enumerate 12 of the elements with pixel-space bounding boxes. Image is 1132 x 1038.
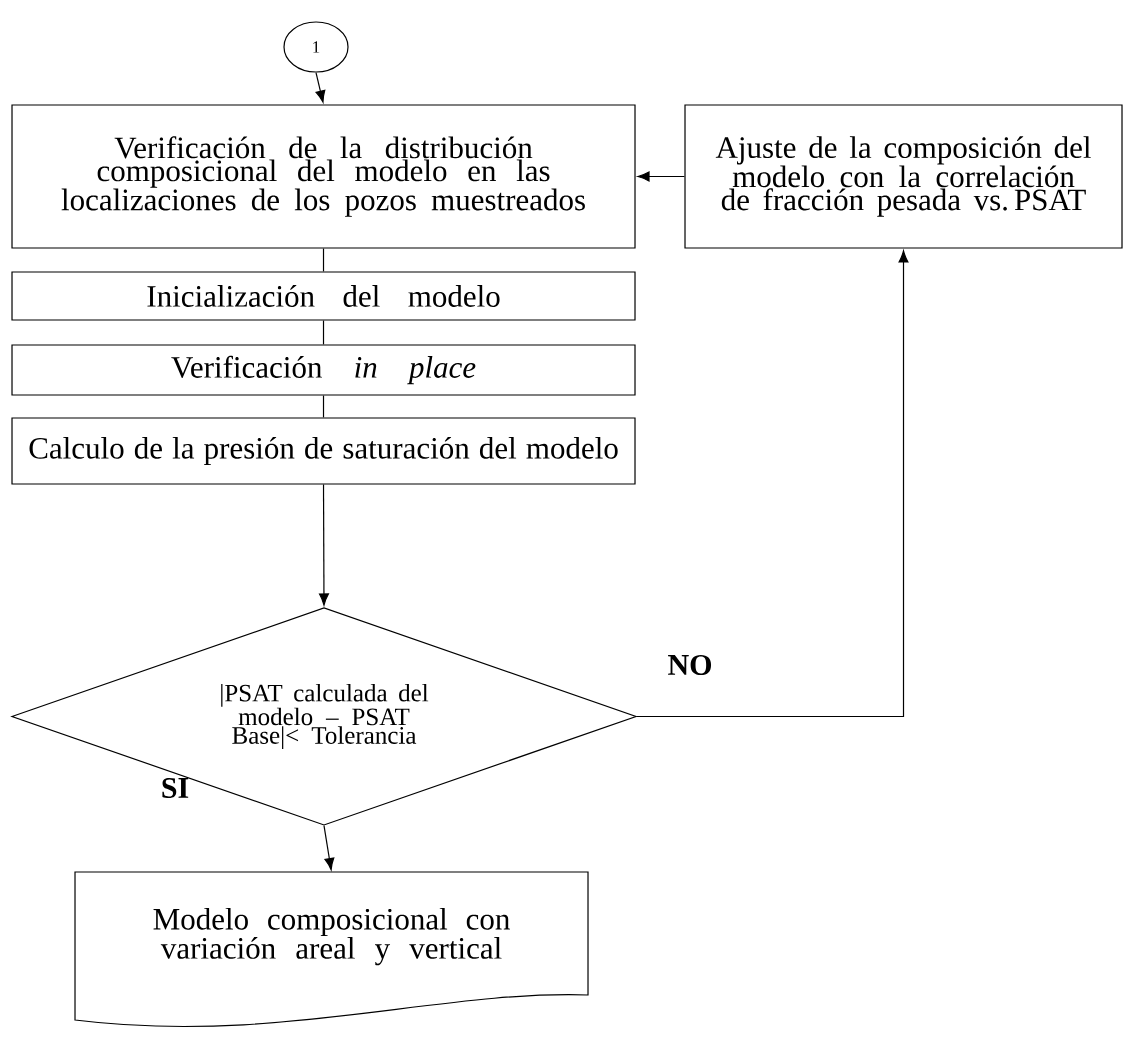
process-box: Verificación de la distribución composicional del modelo en las localizaciones de los pozos muestreados [11, 104, 636, 249]
edge-label: SI [162, 777, 189, 799]
edge-label: NO [668, 654, 712, 676]
arrow [315, 72, 326, 103]
process-box: Verificación in place [11, 344, 636, 396]
process-box: Ajuste de la composición del modelo con la correlación de fracción pesada vs. PSAT [684, 104, 1123, 249]
arrow [636, 250, 909, 718]
process-box: Calculo de la presión de saturación del modelo [11, 417, 636, 485]
process-box: Inicialización del modelo [11, 271, 636, 321]
arrow [318, 484, 329, 606]
arrow [637, 171, 685, 182]
arrow [323, 825, 335, 871]
